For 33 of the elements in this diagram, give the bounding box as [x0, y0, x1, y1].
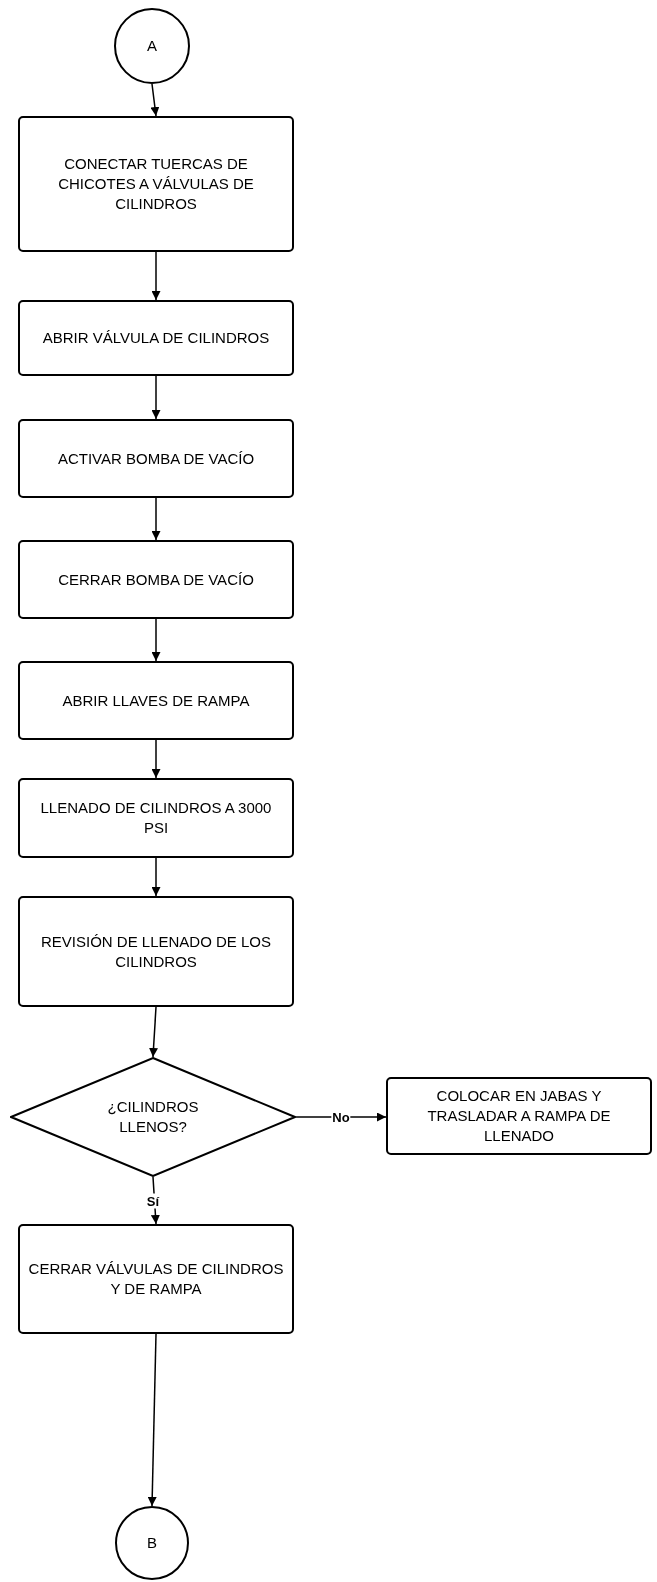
- node-text: REVISIÓN DE LLENADO DE LOS CILINDROS: [39, 931, 273, 972]
- process-box: [18, 778, 294, 858]
- arrow: [151, 497, 161, 541]
- process-box: [386, 1077, 652, 1155]
- node-text: CERRAR BOMBA DE VACÍO: [58, 569, 254, 590]
- process-box: [18, 300, 294, 376]
- process-box: [18, 116, 294, 252]
- node-text: LLENADO DE CILINDROS A 3000 PSI: [39, 798, 273, 838]
- arrow: [151, 251, 161, 301]
- node-text: B: [147, 1533, 157, 1553]
- arrow: [149, 1006, 159, 1058]
- node-text: COLOCAR EN JABAS Y TRASLADAR A RAMPA DE LLENADO: [426, 1086, 612, 1146]
- process-box: [18, 419, 294, 498]
- arrow: [151, 618, 161, 662]
- node-text: ¿CILINDROS LLENOS?: [106, 1097, 200, 1137]
- node-text: CONECTAR TUERCAS DE CHICOTES A VÁLVULAS DE CILINDROS: [57, 154, 255, 214]
- process-box: [18, 896, 294, 1007]
- node-text: ACTIVAR BOMBA DE VACÍO: [57, 448, 255, 469]
- arrow: [295, 1112, 387, 1122]
- arrow: [150, 1176, 160, 1225]
- process-box: [18, 540, 294, 619]
- node-text: ABRIR VÁLVULA DE CILINDROS: [42, 328, 270, 348]
- process-box: [18, 661, 294, 740]
- arrow: [147, 1333, 157, 1507]
- process-box: [18, 1224, 294, 1334]
- arrow: [151, 857, 161, 897]
- arrow: [151, 375, 161, 420]
- edge-label: Sí: [145, 1193, 161, 1208]
- node-text: CERRAR VÁLVULAS DE CILINDROS Y DE RAMPA: [28, 1259, 284, 1299]
- arrow: [151, 739, 161, 779]
- node-text: ABRIR LLAVES DE RAMPA: [62, 690, 250, 711]
- node-text: A: [147, 36, 157, 56]
- arrow: [150, 83, 160, 117]
